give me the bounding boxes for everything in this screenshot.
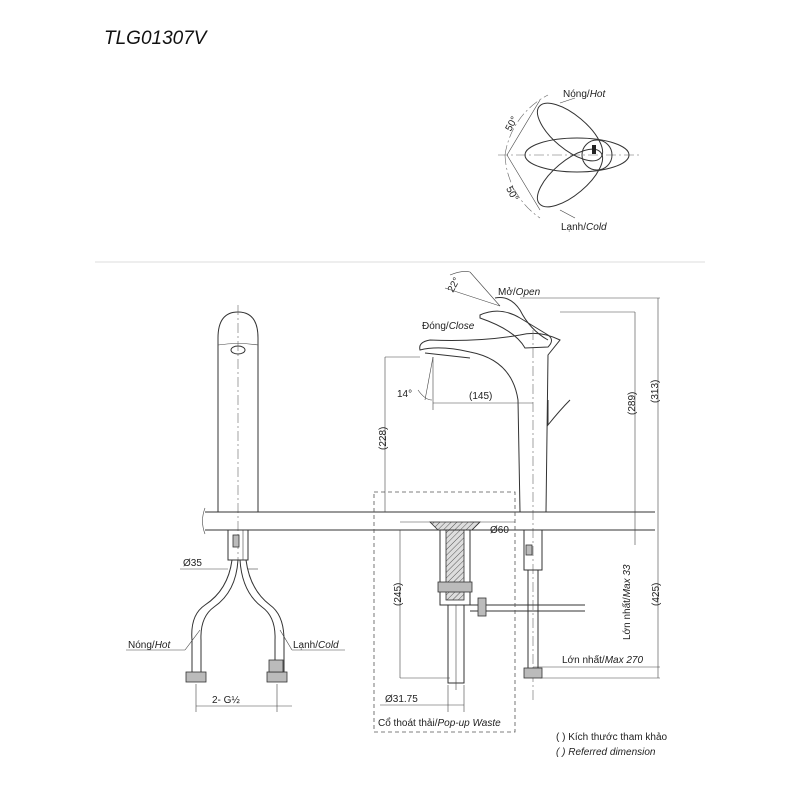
- dim-35: Ø35: [183, 558, 202, 569]
- legend-line-2: ( ) Referred dimension: [556, 747, 656, 758]
- hot-label-front: Nóng/Hot: [128, 640, 171, 651]
- dim-max33: Lớn nhất/Max 33: [621, 564, 633, 640]
- close-label: Đóng/Close: [422, 321, 475, 332]
- angle-bottom-label: 50°: [503, 185, 520, 204]
- indicator-mark: [592, 145, 596, 154]
- front-view: Ø35 Nóng/Hot Lạnh/Cold 2- G½: [126, 305, 345, 712]
- dim-245: (245): [393, 583, 404, 606]
- angle-top-label: 50°: [504, 115, 521, 134]
- cold-label-front: Lạnh/Cold: [293, 640, 339, 651]
- open-label: Mở/Open: [498, 286, 541, 298]
- hot-label-top: Nóng/Hot: [563, 89, 606, 100]
- dim-max270: Lớn nhất/Max 270: [562, 654, 643, 666]
- cold-label-top: Lạnh/Cold: [561, 222, 607, 233]
- waste-label: Cổ thoát thải/Pop-up Waste: [378, 717, 501, 729]
- dim-425: (425): [651, 583, 662, 606]
- legend: ( ) Kích thước tham khảo ( ) Referred di…: [556, 732, 668, 758]
- angle-open: 22°: [446, 276, 463, 295]
- dim-3175: Ø31.75: [385, 694, 418, 705]
- legend-line-1: ( ) Kích thước tham khảo: [556, 732, 668, 743]
- model-title: TLG01307V: [104, 28, 209, 49]
- dim-60: Ø60: [490, 525, 509, 536]
- angle-spout: 14°: [397, 389, 412, 400]
- dim-reach: (145): [469, 391, 492, 402]
- side-view: (145) (228) 14° 22° Mở/Open Đóng/Close (…: [205, 271, 662, 733]
- thread-label: 2- G½: [212, 695, 240, 706]
- dim-313: (313): [650, 380, 661, 403]
- dim-289: (289): [627, 392, 638, 415]
- handle-top-view: Nóng/Hot Lạnh/Cold 50° 50°: [498, 89, 640, 233]
- dim-spout-height: (228): [378, 427, 389, 450]
